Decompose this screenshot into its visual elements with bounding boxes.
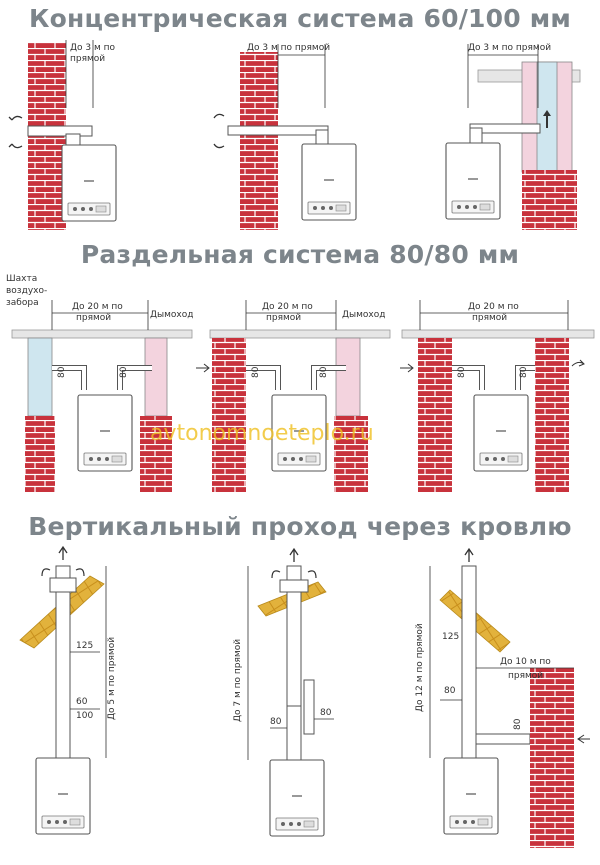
length-label: До 20 м по: [72, 302, 123, 312]
brick-wall: [212, 338, 246, 492]
length-label: прямой: [266, 313, 301, 323]
dimension-label: 80: [320, 708, 332, 718]
brick-wall: [240, 52, 278, 230]
vertical-length-label: До 5 м по прямой: [107, 637, 117, 720]
pipe-size-label: 80: [319, 366, 329, 378]
brick-wall: [25, 416, 55, 492]
dimension-label: 100: [76, 711, 93, 721]
dimension-label: 80: [270, 717, 282, 727]
pipe-size-label: 80: [251, 366, 261, 378]
length-label: прямой: [70, 54, 105, 64]
airflow-arrows: [11, 115, 23, 149]
airflow-arrows: [213, 113, 225, 149]
length-label: До 3 м по прямой: [247, 43, 330, 53]
length-label: До 3 м по прямой: [468, 43, 551, 53]
brick-wall: [140, 416, 172, 492]
dimension-label: 125: [442, 632, 459, 642]
shaft-label: воздухо-: [6, 286, 47, 296]
separate-diagram-1: Шахта воздухо- забора Дымоход До 20 м по…: [6, 274, 194, 492]
brick-wall: [418, 338, 452, 492]
air-shaft: [27, 337, 53, 417]
chimney-label: Дымоход: [150, 310, 194, 320]
watermark: avtonomnoeteplo.ru: [150, 421, 374, 446]
shaft-label: забора: [6, 298, 39, 308]
vertical-diagram-1: 125 60 100 До 5 м по прямой: [19, 545, 117, 835]
brick-wall: [522, 170, 577, 230]
vertical-length-label: До 12 м по прямой: [415, 623, 425, 712]
dimension-label: 80: [444, 686, 456, 696]
vertical-length-label: До 7 м по прямой: [233, 639, 243, 722]
pipe-size-label: 80: [57, 366, 67, 378]
length-label: До 3 м по: [70, 43, 116, 53]
length-label: прямой: [472, 313, 507, 323]
heading-separate: Раздельная система 80/80 мм: [80, 240, 520, 269]
heading-coaxial: Концентрическая система 60/100 мм: [29, 4, 571, 33]
vertical-pipe: [55, 565, 71, 759]
dimension-label: 80: [513, 718, 523, 730]
chimney: [335, 337, 361, 417]
coaxial-diagram-3: До 3 м по прямой: [445, 43, 581, 230]
separate-diagram-3: До 20 м по прямой 80 80: [400, 300, 595, 492]
length-label: прямой: [508, 671, 543, 681]
coaxial-pipe: [227, 125, 329, 136]
length-label: До 10 м по: [500, 657, 551, 667]
chimney-label: Дымоход: [342, 310, 386, 320]
dimension-label: 60: [76, 697, 88, 707]
coaxial-diagram-2: До 3 м по прямой: [213, 43, 357, 230]
heading-vertical: Вертикальный проход через кровлю: [28, 512, 572, 541]
brick-wall: [334, 416, 368, 492]
length-label: До 20 м по: [262, 302, 313, 312]
shaft-label: Шахта: [6, 274, 37, 284]
vertical-diagram-2: До 7 м по прямой 80 80: [233, 547, 334, 837]
length-label: До 20 м по: [468, 302, 519, 312]
dimension-label: 125: [76, 641, 93, 651]
coaxial-diagram-1: До 3 м по прямой: [8, 40, 117, 230]
coaxial-pipe: [27, 125, 93, 137]
vertical-diagram-3: До 12 м по прямой 125 80 80 До 10 м по п…: [415, 547, 590, 848]
brick-wall: [530, 668, 574, 848]
vertical-pipe: [461, 565, 477, 759]
pipe-size-label: 80: [457, 366, 467, 378]
length-label: прямой: [76, 313, 111, 323]
separate-diagram-2: Дымоход До 20 м по прямой 80 80: [196, 300, 391, 492]
pipe-size-label: 80: [119, 366, 129, 378]
pipe-size-label: 80: [519, 366, 529, 378]
chimney: [144, 337, 168, 417]
brick-wall: [535, 338, 569, 492]
